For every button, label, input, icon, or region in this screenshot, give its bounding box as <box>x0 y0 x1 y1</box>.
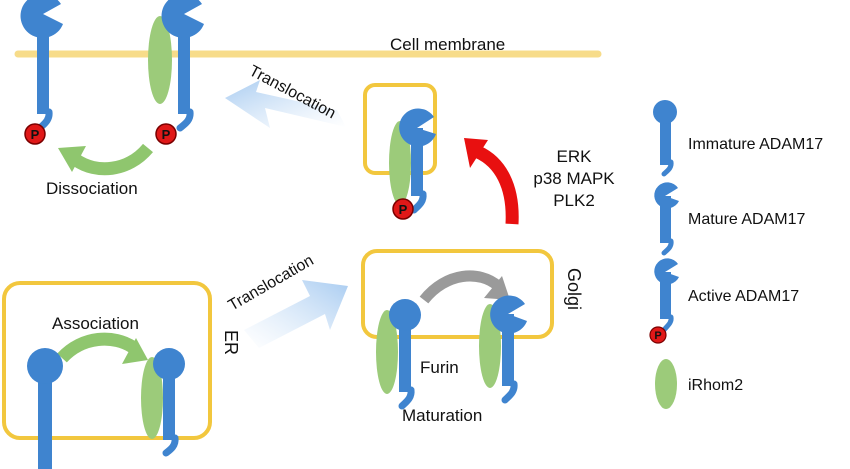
phospho-badge-right: P <box>155 123 177 145</box>
mature-adam17-golgi <box>490 295 527 404</box>
phospho-label: P <box>399 202 408 217</box>
phospho-badge-left: P <box>24 123 46 145</box>
irhom2-er <box>141 357 163 439</box>
translocation-arrow-upper <box>225 80 346 128</box>
legend-label: Mature ADAM17 <box>688 211 805 228</box>
irhom2-membrane <box>148 16 172 104</box>
translocation-arrow-lower <box>244 280 348 348</box>
kinase-label-p38: p38 MAPK <box>533 169 615 188</box>
legend-label: iRhom2 <box>688 377 743 394</box>
immature-adam17-er-complex <box>153 348 185 457</box>
active-adam17-icon: P <box>649 258 679 344</box>
er-label: ER <box>221 330 241 355</box>
pacman-head <box>399 108 436 147</box>
phospho-label: P <box>31 127 40 142</box>
cell-membrane-label: Cell membrane <box>390 35 505 54</box>
association-arrow <box>57 332 148 364</box>
active-adam17-membrane-left <box>20 0 63 132</box>
phospho-badge-vesicle: P <box>392 198 414 220</box>
legend-label: Active ADAM17 <box>688 288 799 305</box>
mature-adam17-icon <box>654 182 679 256</box>
phospho-label: P <box>162 127 171 142</box>
irhom2-golgi-left <box>376 310 398 394</box>
kinase-arrow <box>464 138 519 225</box>
irhom2-vesicle <box>389 121 411 205</box>
active-adam17-membrane-right <box>161 0 204 132</box>
association-label: Association <box>52 314 139 333</box>
legend-label: Immature ADAM17 <box>688 136 823 153</box>
er-box <box>2 281 212 440</box>
phospho-label: P <box>654 330 661 342</box>
golgi-box <box>361 249 554 339</box>
legend: Immature ADAM17 Mature ADAM17 P Active A… <box>649 100 823 409</box>
maturation-label: Maturation <box>402 406 482 425</box>
kinase-label-erk: ERK <box>557 147 593 166</box>
immature-adam17-golgi <box>389 299 421 410</box>
immature-adam17-er <box>27 348 63 469</box>
dissociation-arrow <box>58 143 153 176</box>
furin-label: Furin <box>420 358 459 377</box>
pacman-head <box>490 295 527 334</box>
kinase-label-plk2: PLK2 <box>553 191 595 210</box>
irhom2-icon <box>655 359 677 409</box>
active-adam17-vesicle <box>399 108 436 214</box>
pacman-head <box>20 0 63 38</box>
golgi-label: Golgi <box>564 268 584 310</box>
dissociation-label: Dissociation <box>46 179 138 198</box>
maturation-arrow <box>419 270 510 304</box>
pacman-head <box>161 0 204 38</box>
immature-adam17-icon <box>653 100 677 177</box>
